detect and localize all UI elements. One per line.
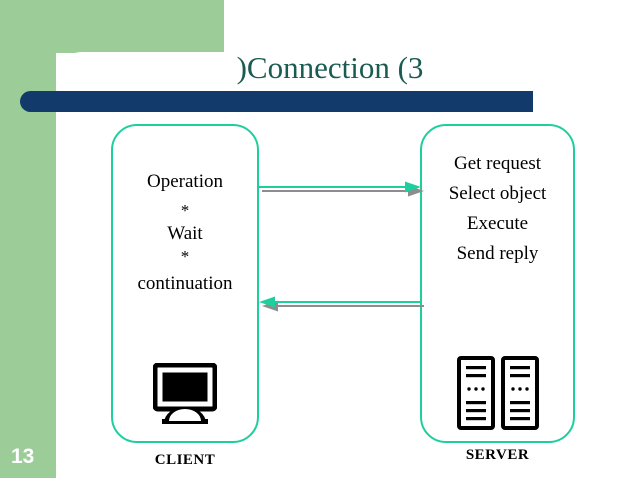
server-step-2: Execute <box>466 213 529 234</box>
green-top-block <box>0 0 224 53</box>
client-step-3: * <box>180 247 190 266</box>
desktop-monitor-icon <box>153 363 217 424</box>
server-step-1: Select object <box>448 183 547 204</box>
reply-arrow-shadow <box>262 300 424 312</box>
client-step-1: * <box>180 201 190 220</box>
page-number: 13 <box>11 445 35 468</box>
server-caption: SERVER <box>465 447 530 463</box>
server-step-0: Get request <box>453 153 542 174</box>
client-step-4: continuation <box>137 273 233 294</box>
client-step-0: Operation <box>147 171 223 192</box>
client-step-list: Operation * Wait * continuation <box>113 172 257 293</box>
client-caption: CLIENT <box>154 452 216 468</box>
request-arrow-shadow <box>262 185 424 197</box>
reply-arrow-glyph <box>259 296 421 308</box>
server-step-3: Send reply <box>456 243 539 264</box>
server-icon-holder <box>420 355 575 431</box>
client-node-box: Operation * Wait * continuation <box>111 124 259 443</box>
client-icon-holder <box>111 358 259 430</box>
client-step-2: Wait <box>167 223 203 244</box>
reply-arrow <box>259 296 424 312</box>
page-title: )Connection (3 <box>236 50 424 85</box>
server-step-list: Get request Select object Execute Send r… <box>422 154 573 263</box>
green-left-sidebar <box>0 0 56 478</box>
navy-title-rule <box>20 91 533 112</box>
request-arrow-glyph <box>259 181 421 193</box>
server-rack-icon <box>456 356 539 430</box>
request-arrow <box>259 181 424 197</box>
server-node-box: Get request Select object Execute Send r… <box>420 124 575 443</box>
